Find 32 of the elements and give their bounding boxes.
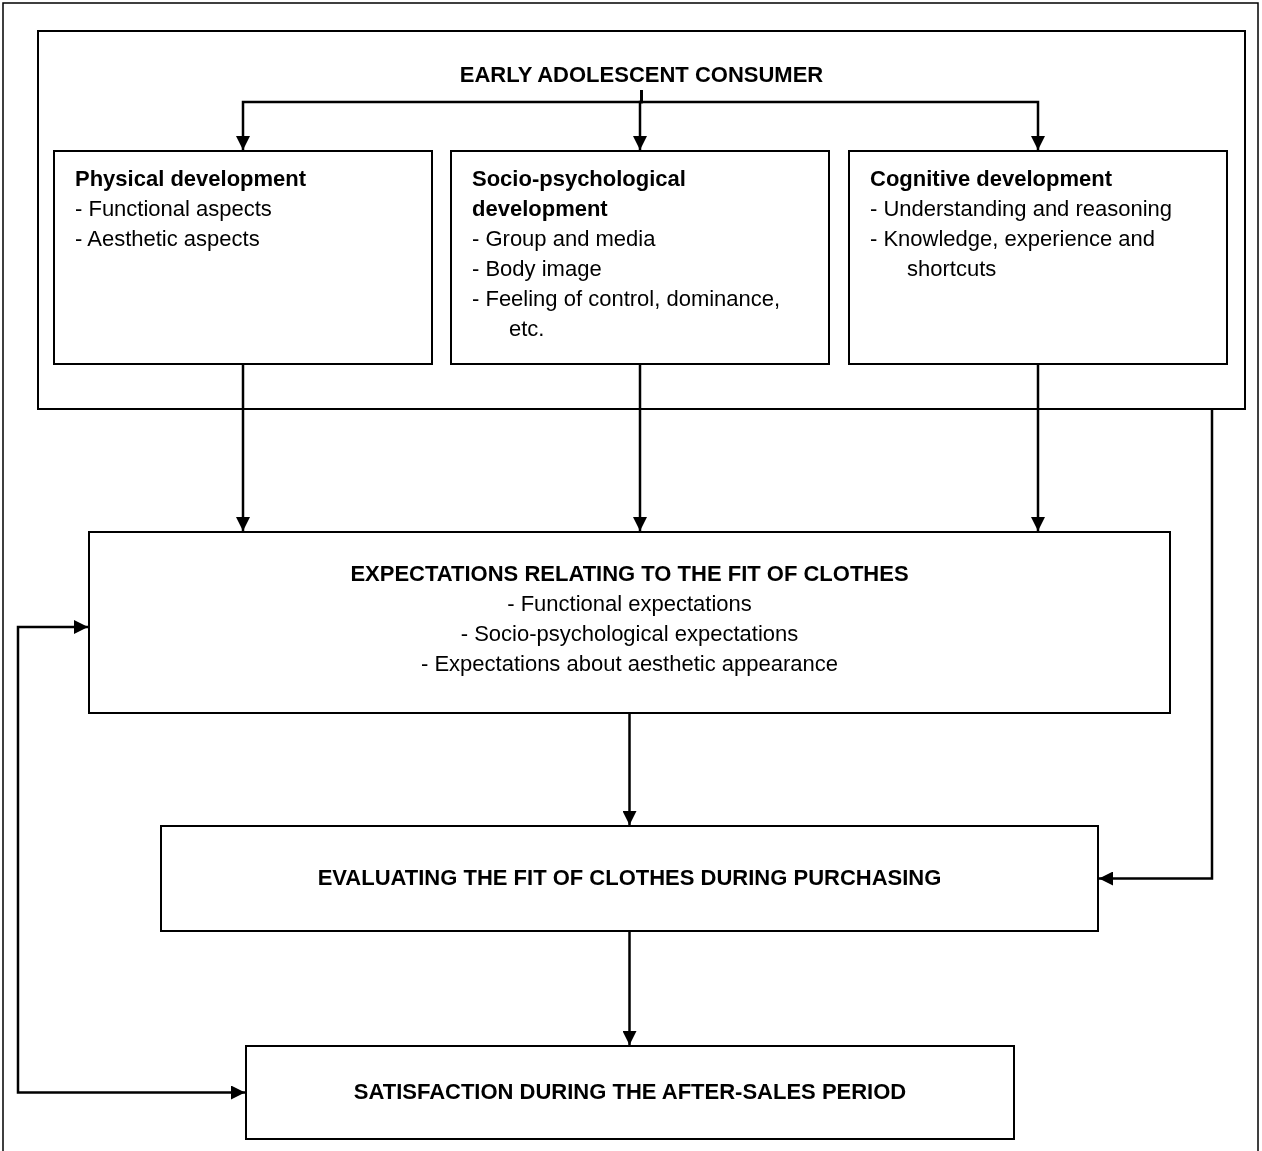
list-item: - Functional aspects: [75, 195, 273, 223]
box-heading: EXPECTATIONS RELATING TO THE FIT OF CLOTHES: [350, 560, 909, 588]
arrow: [622, 714, 637, 825]
group-box: [37, 30, 1246, 410]
arrow: [1031, 365, 1045, 531]
list-item: - Body image: [472, 255, 603, 283]
box-heading: Cognitive development: [870, 165, 1114, 193]
box-heading: EARLY ADOLESCENT CONSUMER: [459, 61, 824, 89]
list-item: - Knowledge, experience and shortcuts: [870, 225, 1156, 283]
process-box: [450, 150, 830, 365]
arrow: [16, 620, 245, 1100]
list-item: - Feeling of control, dominance, etc.: [472, 285, 782, 343]
arrow: [622, 932, 637, 1045]
list-item: - Aesthetic aspects: [75, 225, 261, 253]
arrow: [236, 365, 250, 531]
process-box: [245, 1045, 1015, 1140]
arrow: [1099, 410, 1214, 886]
process-box: [160, 825, 1099, 932]
list-item: - Group and media: [472, 225, 657, 253]
arrow: [640, 90, 1045, 150]
box-heading: Physical development: [75, 165, 308, 193]
arrow: [633, 365, 647, 531]
list-item: - Understanding and reasoning: [870, 195, 1174, 223]
process-box: [848, 150, 1228, 365]
box-heading: SATISFACTION DURING THE AFTER-SALES PERIOD: [353, 1078, 907, 1106]
list-item: - Expectations about aesthetic appearance: [419, 650, 840, 678]
process-box: [88, 531, 1171, 714]
box-heading: EVALUATING THE FIT OF CLOTHES DURING PURCHASING: [317, 864, 942, 892]
process-box: [53, 150, 433, 365]
box-heading: Socio-psychological development: [472, 165, 687, 223]
list-item: - Functional expectations: [506, 590, 753, 618]
list-item: - Socio-psychological expectations: [459, 620, 800, 648]
